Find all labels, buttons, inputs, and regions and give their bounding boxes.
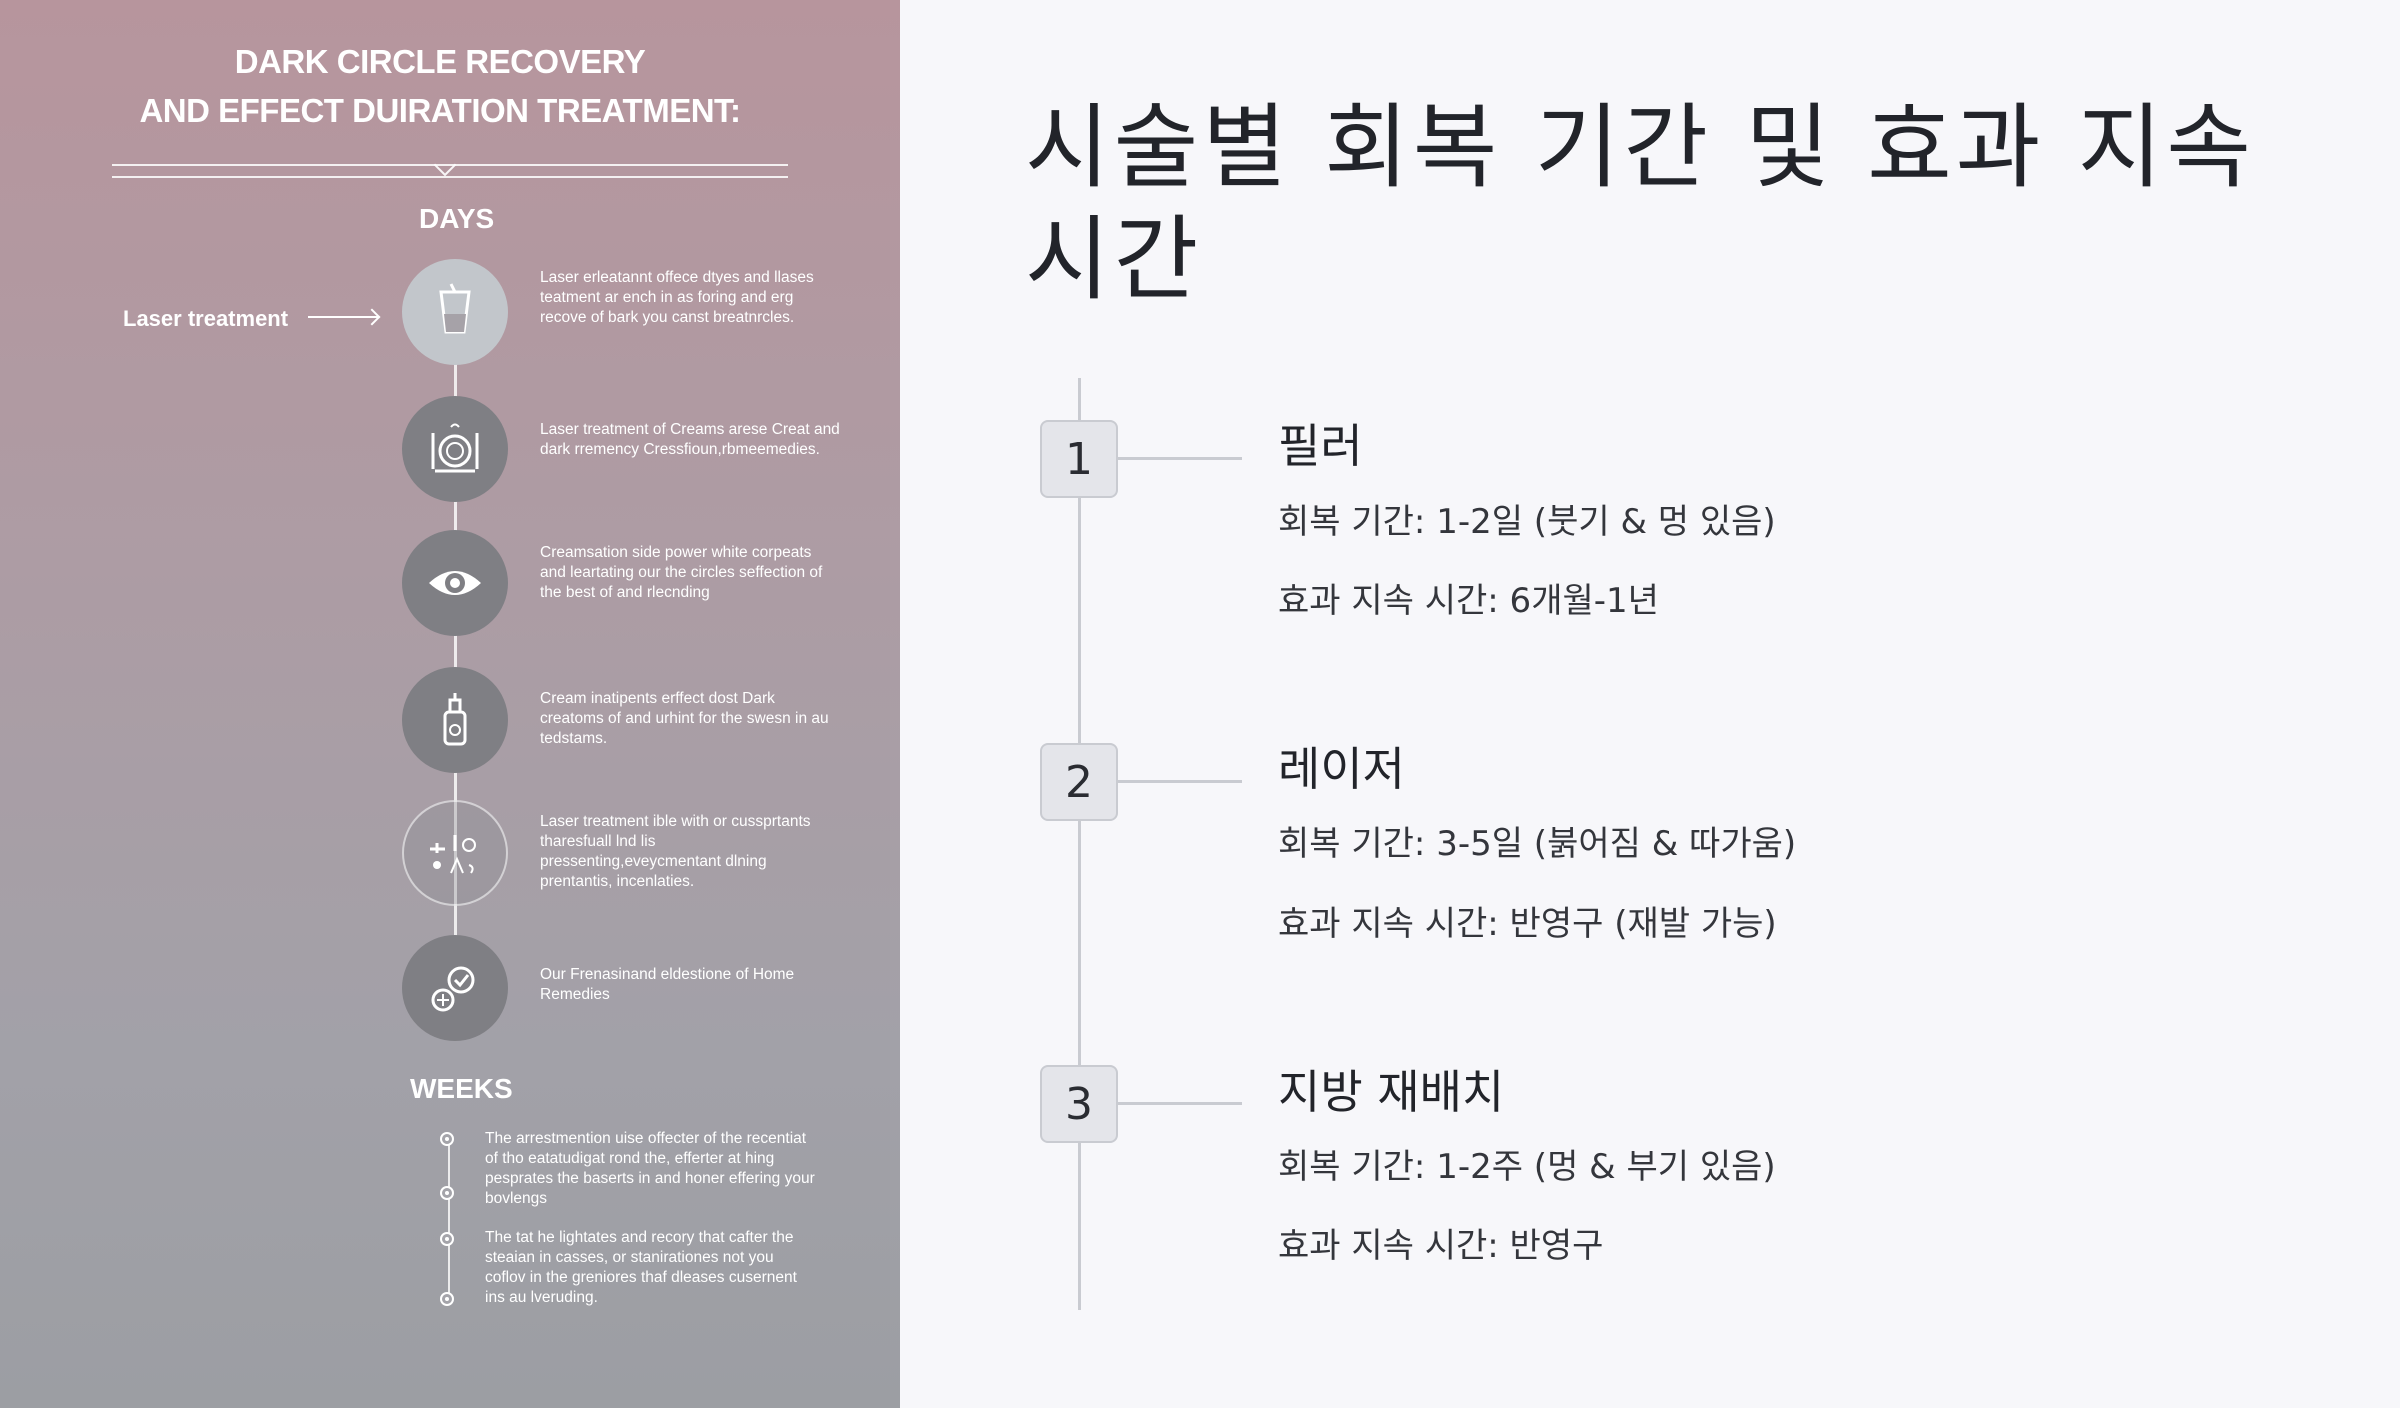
- procedure-timeline: [1078, 378, 1081, 1310]
- step-number-badge: 2: [1040, 743, 1118, 821]
- week-description: The tat he lightates and recory that caf…: [485, 1229, 797, 1306]
- procedure-name: 지방 재배치: [1278, 1065, 1505, 1119]
- arrow-head: [363, 308, 381, 326]
- arrow-right-icon: [308, 316, 378, 318]
- step-description: Laser erleatannt offece dtyes and llases…: [540, 269, 814, 326]
- procedure-name: 레이저: [1278, 742, 1405, 796]
- infographic-title-line2: AND EFFECT DUIRATION TREATMENT:: [139, 92, 741, 129]
- title-divider: [112, 164, 788, 166]
- chevron-down-icon: [433, 153, 457, 177]
- infographic-title-line1: DARK CIRCLE RECOVERY: [234, 43, 646, 80]
- eye-icon: [402, 530, 508, 636]
- recovery-period: 회복 기간: 1-2주 (멍 & 부기 있음): [1278, 1147, 1776, 1187]
- timeline-dot: [440, 1132, 454, 1146]
- timeline-dot: [440, 1292, 454, 1306]
- check-plus-icon: [402, 935, 508, 1041]
- effect-duration: 효과 지속 시간: 6개월-1년: [1278, 581, 1659, 621]
- recovery-period: 회복 기간: 3-5일 (붉어짐 & 따가움): [1278, 824, 1797, 864]
- weeks-timeline: [448, 1138, 450, 1300]
- days-label: DAYS: [419, 203, 495, 234]
- step-number-badge: 1: [1040, 420, 1118, 498]
- timeline-dot: [440, 1232, 454, 1246]
- dining-plate-icon: [402, 396, 508, 502]
- title-divider: [112, 176, 788, 178]
- weeks-label: WEEKS: [410, 1073, 513, 1104]
- infographic-panel: DARK CIRCLE RECOVERY AND EFFECT DUIRATIO…: [0, 0, 900, 1408]
- laser-treatment-label: Laser treatment: [123, 306, 289, 331]
- step-description: Cream inatipents erffect dost Dark creat…: [540, 690, 829, 747]
- page-title: 시술별 회복 기간 및 효과 지속 시간: [1025, 94, 2255, 313]
- infographic-timeline: [454, 310, 457, 970]
- bottle-icon: [402, 667, 508, 773]
- procedure-name: 필러: [1278, 419, 1363, 473]
- week-description: The arrestmention uise offecter of the r…: [485, 1130, 815, 1207]
- effect-duration: 효과 지속 시간: 반영구: [1278, 1226, 1604, 1266]
- effect-duration: 효과 지속 시간: 반영구 (재발 가능): [1278, 904, 1777, 944]
- cup-icon: [402, 259, 508, 365]
- timeline-connector: [1118, 1102, 1242, 1105]
- timeline-connector: [1118, 780, 1242, 783]
- timeline-connector: [1118, 457, 1242, 460]
- step-description: Laser treatment ible with or cussprtants…: [540, 813, 811, 890]
- timeline-dot: [440, 1186, 454, 1200]
- recovery-period: 회복 기간: 1-2일 (붓기 & 멍 있음): [1278, 502, 1776, 542]
- tools-icon: [402, 800, 508, 906]
- step-description: Our Frenasinand eldestione of Home Remed…: [540, 966, 795, 1003]
- step-number-badge: 3: [1040, 1065, 1118, 1143]
- step-description: Creamsation side power white corpeats an…: [540, 544, 823, 601]
- step-description: Laser treatment of Creams arese Creat an…: [540, 421, 840, 458]
